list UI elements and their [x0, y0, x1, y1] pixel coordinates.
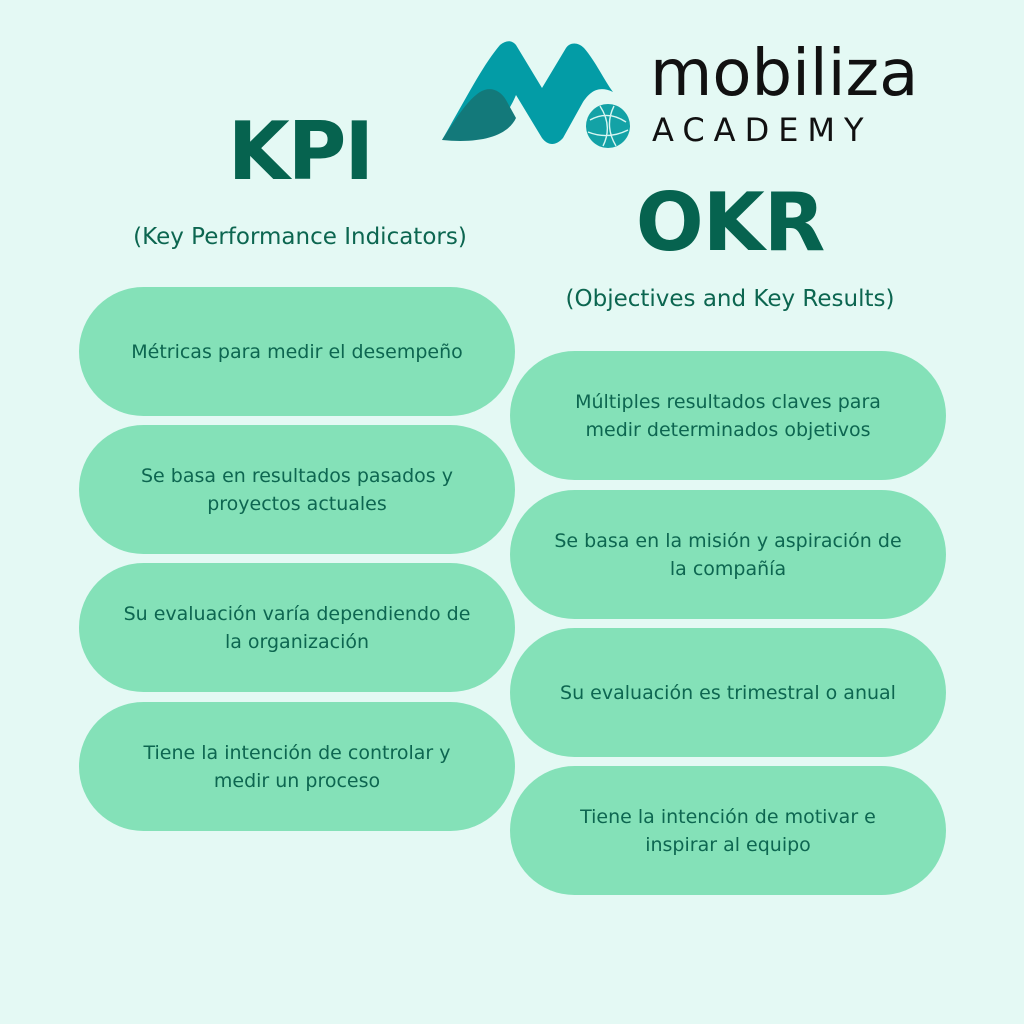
brand-subtitle: ACADEMY [652, 111, 873, 149]
okr-item-text: Tiene la intención de motivar e inspirar… [580, 805, 876, 856]
kpi-subtitle: (Key Performance Indicators) [133, 224, 467, 250]
mobiliza-academy-logo: mobiliza ACADEMY [438, 40, 978, 150]
okr-item: Tiene la intención de motivar e inspirar… [510, 766, 946, 895]
kpi-item-text: Se basa en resultados pasados y proyecto… [141, 464, 453, 515]
mountain-logo-icon [442, 41, 630, 148]
kpi-item: Su evaluación varía dependiendo de la or… [79, 563, 515, 692]
okr-item: Se basa en la misión y aspiración de la … [510, 490, 946, 619]
okr-item-text: Su evaluación es trimestral o anual [560, 681, 896, 704]
okr-item: Múltiples resultados claves para medir d… [510, 351, 946, 480]
kpi-item: Métricas para medir el desempeño [79, 287, 515, 416]
kpi-item-text: Tiene la intención de controlar y medir … [143, 741, 451, 792]
okr-item: Su evaluación es trimestral o anual [510, 628, 946, 757]
kpi-item: Se basa en resultados pasados y proyecto… [79, 425, 515, 554]
kpi-title: KPI [227, 105, 374, 198]
okr-subtitle: (Objectives and Key Results) [565, 286, 895, 312]
kpi-item-text: Métricas para medir el desempeño [131, 340, 463, 363]
kpi-item: Tiene la intención de controlar y medir … [79, 702, 515, 831]
brand-name: mobiliza [650, 37, 919, 111]
kpi-item-text: Su evaluación varía dependiendo de la or… [123, 602, 471, 653]
okr-title: OKR [635, 176, 826, 269]
okr-item-text: Se basa en la misión y aspiración de la … [554, 529, 902, 580]
okr-item-text: Múltiples resultados claves para medir d… [575, 390, 881, 441]
globe-icon [586, 104, 630, 148]
